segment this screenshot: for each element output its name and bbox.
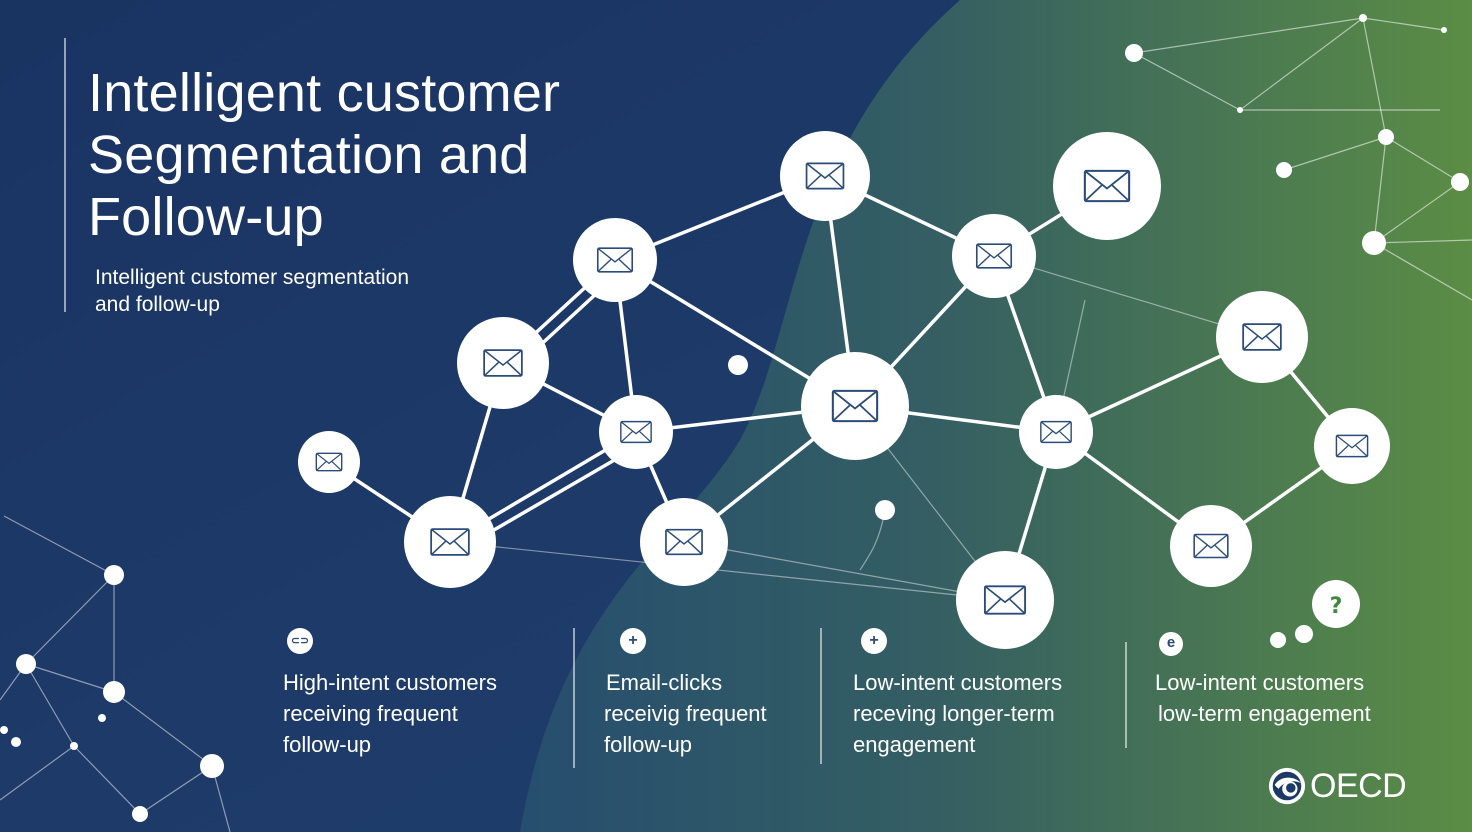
network-node: [457, 317, 549, 409]
network-node: [956, 551, 1054, 649]
item-line: receivig frequent: [604, 701, 767, 726]
envelope-icon: [620, 420, 652, 444]
network-node: [952, 214, 1036, 298]
item-line: receving longer-term: [853, 701, 1055, 726]
envelope-icon: [805, 162, 845, 190]
plus-icon: +: [861, 628, 887, 654]
network-node: [1216, 291, 1308, 383]
network-nodes: [298, 131, 1390, 649]
network-node: [573, 218, 657, 302]
question-icon: ?: [1312, 580, 1360, 628]
network-node: [404, 496, 496, 588]
network-node: [640, 498, 728, 586]
item-divider: [573, 628, 575, 768]
item-low-intent-short: Low-intent customers low-term engagement: [1155, 667, 1405, 729]
title-line-1: Intelligent customer: [88, 63, 561, 123]
network-node: [1314, 408, 1390, 484]
subtitle-line-2: and follow-up: [95, 293, 220, 316]
envelope-icon: [665, 528, 703, 556]
network-node: [298, 431, 360, 493]
item-low-intent-long: Low-intent customers receving longer-ter…: [853, 667, 1103, 760]
subtitle-line-1: Intelligent customer segmentation: [95, 266, 410, 289]
item-line: receiving frequent: [283, 701, 458, 726]
envelope-icon: [1242, 323, 1282, 351]
item-line: low-term engagement: [1158, 701, 1371, 726]
envelope-icon: [1040, 420, 1072, 444]
envelope-icon: [831, 389, 879, 423]
page-subtitle: Intelligent customer segmentation and fo…: [95, 264, 515, 318]
plus-icon: +: [620, 628, 646, 654]
item-divider: [820, 628, 822, 764]
envelope-icon: [1335, 434, 1369, 458]
envelope-icon: [596, 247, 634, 273]
title-line-3: Follow-up: [88, 187, 324, 247]
network-node: [801, 352, 909, 460]
item-high-intent: High-intent customers receiving frequent…: [283, 667, 533, 760]
item-line: engagement: [853, 732, 976, 757]
title-divider: [64, 38, 66, 312]
envelope-icon: [1193, 533, 1229, 559]
item-line: follow-up: [604, 732, 693, 757]
link-icon: ⊂⊃: [287, 628, 313, 654]
item-line: Low-intent customers: [1155, 670, 1365, 695]
item-line: Low-intent customers: [853, 670, 1063, 695]
network-node: [780, 131, 870, 221]
page-title: Intelligent customer Segmentation and Fo…: [88, 62, 708, 248]
network-node: [1019, 395, 1093, 469]
item-line: Email-clicks: [606, 670, 723, 695]
network-node: [1170, 505, 1252, 587]
e-icon: e: [1159, 632, 1183, 656]
item-email-clicks: Email-clicks receivig frequent follow-up: [604, 667, 854, 760]
svg-text:?: ?: [1330, 594, 1343, 619]
item-line: High-intent customers: [283, 670, 497, 695]
item-divider: [1125, 642, 1127, 748]
oecd-logo-icon: [1268, 767, 1306, 805]
green-wave-shape: [520, 0, 1472, 832]
item-line: follow-up: [283, 732, 372, 757]
constellation-bottom-left: [0, 515, 231, 832]
envelope-icon: [483, 349, 523, 377]
network-node: [599, 395, 673, 469]
envelope-icon: [983, 585, 1027, 615]
envelope-icon: [1083, 169, 1131, 203]
envelope-icon: [975, 243, 1013, 269]
oecd-logo-text: OECD: [1310, 767, 1407, 805]
envelope-icon: [315, 452, 343, 472]
envelope-icon: [430, 528, 470, 556]
network-node: [1053, 132, 1161, 240]
constellation-top-right: [1133, 17, 1472, 301]
title-line-2: Segmentation and: [88, 125, 530, 185]
